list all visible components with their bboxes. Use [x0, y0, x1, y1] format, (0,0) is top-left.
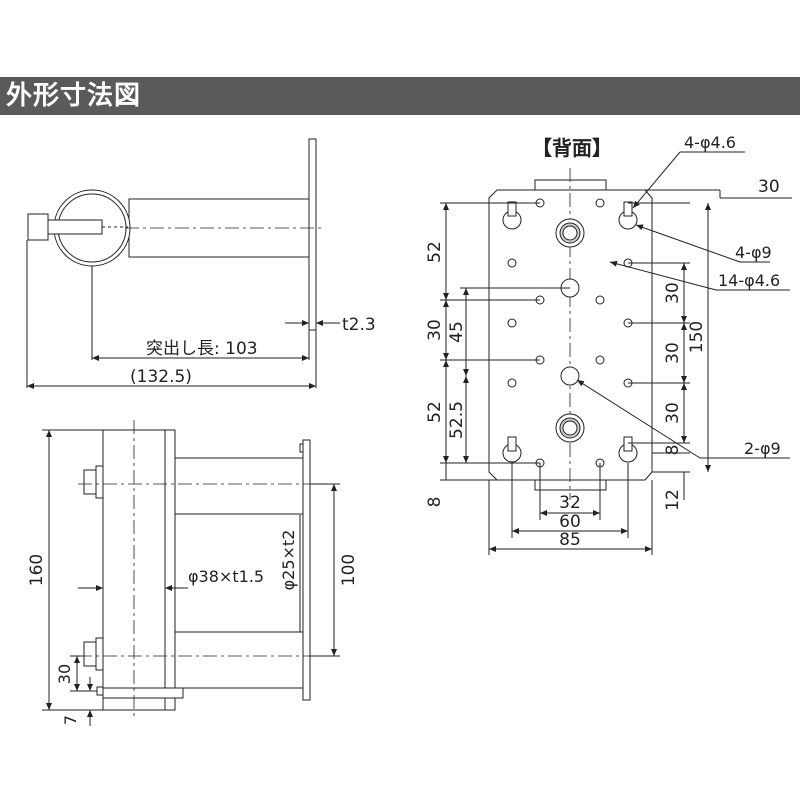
arm-diameter-label: φ25×t2 — [279, 530, 298, 591]
bottom-offset-label: 30 — [55, 664, 74, 684]
callout-small-holes: 14-φ4.6 — [718, 271, 780, 290]
center-hole-lower — [560, 366, 580, 386]
dim-left-52-5: 52.5 — [447, 401, 467, 439]
dim-right-30-b: 30 — [663, 342, 683, 364]
small-holes — [507, 198, 633, 468]
dim-bottom-85: 85 — [559, 530, 581, 550]
dim-right-12: 12 — [663, 489, 683, 511]
upper-arm — [174, 457, 304, 515]
dim-right-30-a: 30 — [663, 282, 683, 304]
dim-bottom-32: 32 — [559, 493, 581, 513]
arm-spacing-label: 100 — [339, 554, 359, 586]
mount-plate-top — [302, 439, 311, 701]
bolt-side — [27, 213, 49, 241]
dim-left-52-top: 52 — [425, 241, 445, 263]
height-160-label: 160 — [27, 554, 47, 586]
back-view-title: 【背面】 — [532, 136, 612, 160]
dim-left-8: 8 — [425, 497, 445, 508]
boss-lower — [555, 413, 585, 443]
pipe-diameter-label: φ38×t1.5 — [188, 567, 264, 586]
section-header: 外形寸法図 — [0, 77, 800, 115]
dim-right-150: 150 — [687, 321, 707, 353]
back-view — [440, 151, 792, 555]
keyhole-bottom-right — [618, 436, 638, 463]
dim-left-52-bottom: 52 — [425, 401, 445, 423]
lower-arm — [174, 631, 304, 689]
top-view — [42, 420, 340, 726]
section-title: 外形寸法図 — [6, 81, 142, 111]
keyhole-bottom-left — [502, 436, 522, 463]
dim-right-8: 8 — [663, 445, 683, 456]
side-view — [26, 138, 340, 389]
dim-left-30: 30 — [425, 319, 445, 341]
dim-top-right: 30 — [758, 177, 780, 197]
overall-length-label: (132.5) — [130, 367, 192, 387]
protrusion-label: 突出し長: 103 — [146, 339, 258, 359]
callout-large-holes: 4-φ9 — [735, 243, 772, 262]
callout-center-holes: 2-φ9 — [744, 439, 781, 458]
callout-top-holes: 4-φ4.6 — [684, 133, 736, 152]
boss-upper — [555, 218, 585, 248]
mount-plate-side — [308, 138, 317, 331]
plate-thickness-label: t2.3 — [342, 315, 376, 335]
keyhole-top-left — [502, 201, 522, 230]
bottom-gap-label: 7 — [61, 715, 80, 725]
dim-right-30-c: 30 — [663, 402, 683, 424]
keyhole-top-right — [618, 201, 638, 230]
dim-bottom-60: 60 — [559, 512, 581, 532]
dim-left-45: 45 — [447, 321, 467, 343]
